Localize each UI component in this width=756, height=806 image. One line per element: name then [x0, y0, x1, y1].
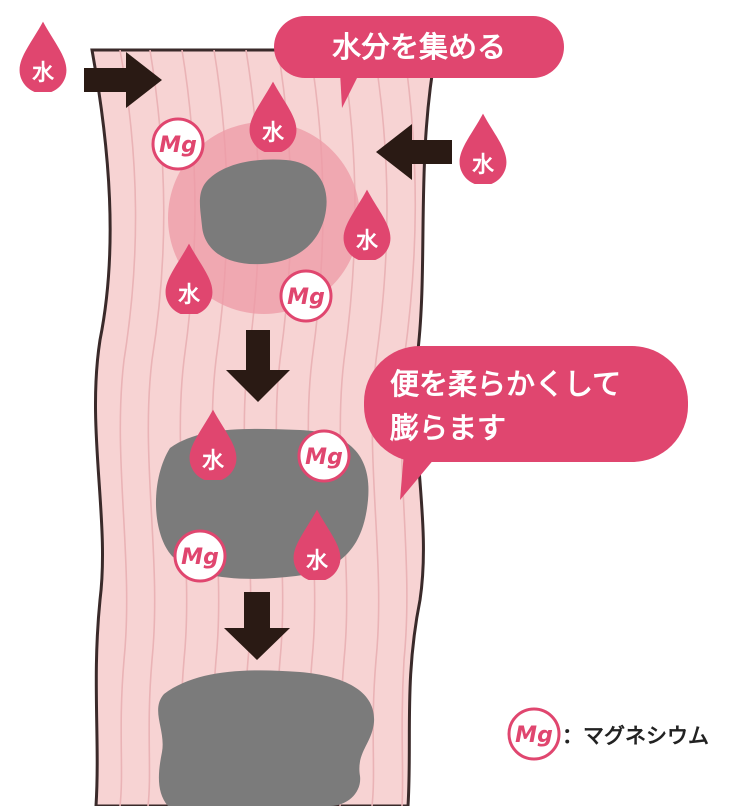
water-drop-label: 水 [472, 153, 495, 178]
callout-soften-stool-line1: 便を柔らかくして [390, 367, 621, 401]
callout-collect-water: 水分を集める [274, 16, 564, 108]
mg-badge-label: Mg [305, 445, 343, 470]
water-drop-label: 水 [356, 229, 379, 254]
water-drop: 水 [19, 21, 67, 92]
water-drop: 水 [165, 243, 213, 314]
callout-soften-stool-line2: 膨らます [390, 411, 506, 445]
legend: Mg ：マグネシウム [507, 707, 709, 761]
water-drop-label: 水 [202, 449, 225, 474]
arrow-down-1 [226, 330, 290, 402]
water-drop-label: 水 [306, 549, 329, 574]
arrow-right-top [84, 52, 162, 108]
mg-badge: Mg [173, 529, 227, 583]
legend-mg-symbol [507, 707, 561, 761]
water-drop: 水 [459, 113, 507, 184]
mg-badge-label: Mg [287, 285, 325, 310]
arrow-down-2 [224, 592, 290, 660]
mg-badge-label: Mg [159, 133, 197, 158]
callout-collect-water-text: 水分を集める [332, 30, 506, 64]
water-drop-label: 水 [262, 121, 285, 146]
water-drop-label: 水 [178, 283, 201, 308]
water-drop-label: 水 [32, 61, 55, 86]
water-drop: 水 [189, 409, 237, 480]
legend-text: ：マグネシウム [562, 724, 709, 748]
water-drop: 水 [249, 81, 297, 152]
water-drop: 水 [343, 189, 391, 260]
arrow-left-right-side [376, 124, 452, 180]
stool-expanded [158, 670, 375, 806]
mg-badge: Mg [297, 429, 351, 483]
legend-mg-symbol-label: Mg [515, 723, 553, 748]
stool-hard [199, 159, 327, 265]
water-drop: 水 [293, 509, 341, 580]
mg-badge: Mg [151, 117, 205, 171]
callout-soften-stool: 便を柔らかくして 膨らます [364, 346, 688, 500]
mg-badge-label: Mg [181, 545, 219, 570]
arrows [84, 52, 452, 660]
mg-badge: Mg [279, 269, 333, 323]
